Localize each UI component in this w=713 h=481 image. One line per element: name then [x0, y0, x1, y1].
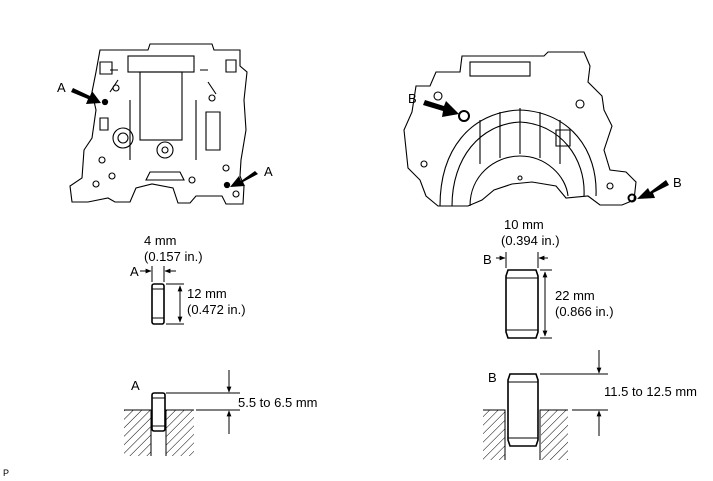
pin-b-installed [483, 350, 608, 460]
pin-b-protrusion: 11.5 to 12.5 mm [604, 384, 697, 399]
callout-b-lower-right: B [673, 175, 682, 190]
pin-a-diameter-in: (0.157 in.) [144, 249, 203, 264]
pin-a-installed [124, 370, 240, 456]
footer-code: P [3, 468, 10, 478]
arrow-pin-a-lower [230, 171, 258, 187]
pin-a-length-mm: 12 mm [187, 286, 227, 301]
callout-a-lower-right: A [264, 164, 273, 179]
pin-a-detail [140, 266, 184, 325]
callout-a-pin-detail: A [130, 264, 139, 279]
callout-b-upper-left: B [408, 91, 417, 106]
callout-b-pin-detail: B [483, 252, 492, 267]
arrow-pin-a-upper [71, 88, 101, 104]
pin-b-detail [496, 252, 552, 339]
pin-a-length-in: (0.472 in.) [187, 302, 246, 317]
cylinder-block-front-view [69, 43, 248, 205]
pin-b-length-mm: 22 mm [555, 288, 595, 303]
pin-a-diameter-mm: 4 mm [144, 233, 177, 248]
pin-b-length-in: (0.866 in.) [555, 304, 614, 319]
cylinder-block-rear-view [403, 51, 637, 207]
callout-a-installed: A [131, 378, 140, 393]
callout-b-installed: B [488, 370, 497, 385]
pin-a-protrusion: 5.5 to 6.5 mm [238, 395, 318, 410]
arrow-pin-b-lower [637, 180, 669, 199]
pin-b-diameter-mm: 10 mm [504, 217, 544, 232]
arrow-pin-b-upper [423, 100, 459, 117]
pin-b-diameter-in: (0.394 in.) [501, 233, 560, 248]
callout-a-upper-left: A [57, 80, 66, 95]
